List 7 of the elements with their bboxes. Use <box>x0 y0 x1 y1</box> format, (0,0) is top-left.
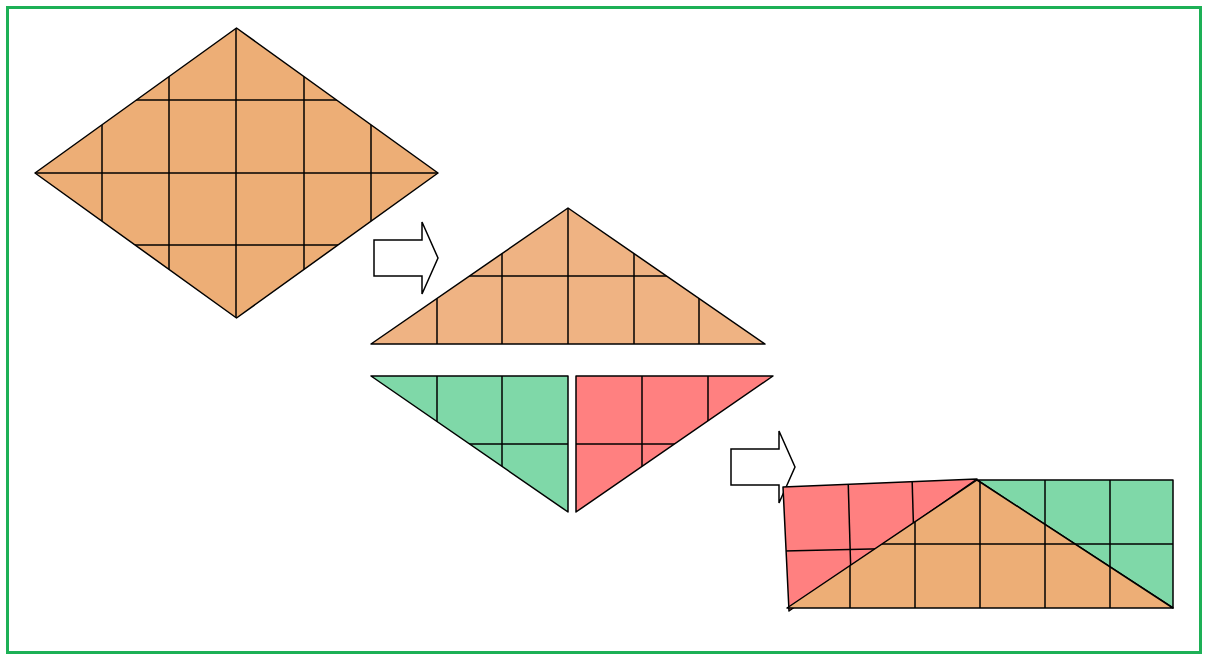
triangle-grid-drawing <box>574 374 775 514</box>
rhombus-grid-drawing <box>33 26 441 321</box>
triangle-grid-drawing <box>369 206 767 346</box>
rectangle-composite-drawing <box>781 476 1175 613</box>
triangle-grid-drawing <box>369 374 570 514</box>
block-arrow <box>373 221 439 295</box>
block-arrow <box>730 430 796 504</box>
